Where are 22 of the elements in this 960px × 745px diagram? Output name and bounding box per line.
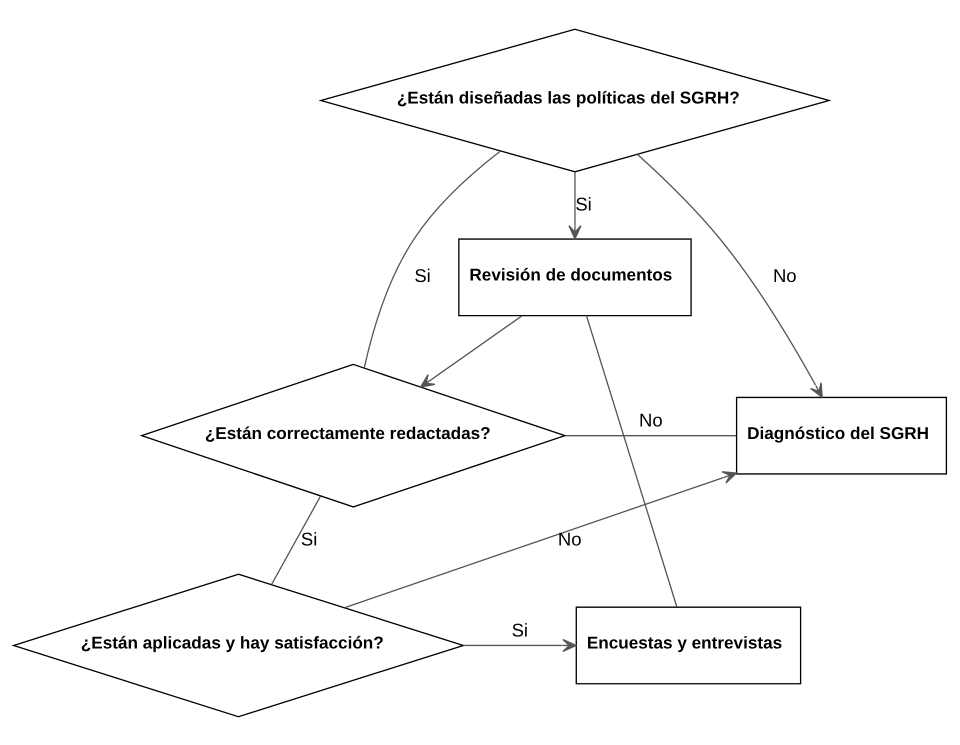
node-box: Revisión de documentos (458, 238, 692, 316)
node-diamond: ¿Están correctamente redactadas? (140, 363, 567, 508)
arrow (636, 153, 823, 398)
arrow (463, 638, 577, 652)
edge-label: No (638, 409, 663, 430)
edge-label: Si (512, 619, 528, 640)
connector (586, 315, 678, 607)
connector (364, 150, 501, 368)
node-box: Encuestas y entrevistas (576, 606, 802, 684)
edge-label: Si (414, 264, 431, 286)
arrow (344, 470, 738, 608)
node-diamond: ¿Están aplicadas y hay satisfacción? (12, 573, 466, 717)
edge-label: No (558, 528, 582, 549)
arrow (568, 172, 582, 240)
node-diamond: ¿Están diseñadas las políticas del SGRH? (318, 28, 832, 172)
node-box: Diagnóstico del SGRH (736, 396, 948, 474)
arrow (420, 314, 522, 388)
connector (565, 434, 736, 436)
connector (271, 496, 321, 584)
edge-label: Si (575, 192, 592, 214)
edge-label: Si (300, 528, 318, 549)
edge-label: No (772, 264, 797, 286)
